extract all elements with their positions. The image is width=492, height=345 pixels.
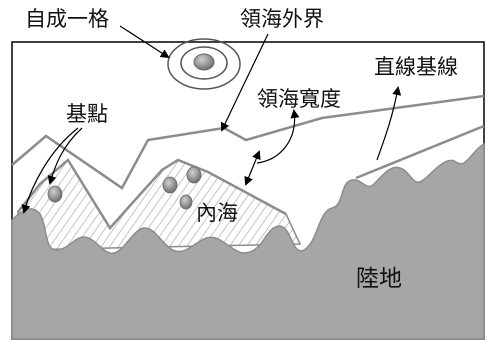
- island: [193, 53, 215, 71]
- base-point-arrow-2: [21, 127, 79, 214]
- outer-limit-arrow: [220, 33, 269, 132]
- territorial-sea-outer-limit-line: [11, 94, 485, 190]
- land-mass: [11, 142, 485, 340]
- label-base-points: 基點: [66, 102, 108, 126]
- straight-baseline-line-2: [355, 124, 485, 180]
- base-point-arrow-1: [47, 127, 83, 185]
- base-point-1: [47, 185, 63, 203]
- island-arrow: [119, 25, 170, 59]
- label-outer-limit: 領海外界: [240, 7, 324, 31]
- label-straight-baseline: 直線基線: [374, 55, 458, 79]
- island-territorial-sea-rings: [167, 38, 241, 90]
- base-point-4: [179, 194, 193, 210]
- baseline-arrow: [376, 86, 402, 161]
- width-arrow: [256, 109, 300, 164]
- base-point-3: [186, 166, 202, 184]
- straight-baseline-line: [17, 158, 287, 231]
- label-land: 陸地: [356, 266, 402, 292]
- label-island: 自成一格: [25, 7, 109, 31]
- label-territorial-sea-width: 領海寬度: [257, 87, 341, 111]
- base-point-2: [162, 176, 178, 194]
- label-internal-waters: 內海: [196, 201, 238, 225]
- sea-width-arrow: [244, 150, 261, 186]
